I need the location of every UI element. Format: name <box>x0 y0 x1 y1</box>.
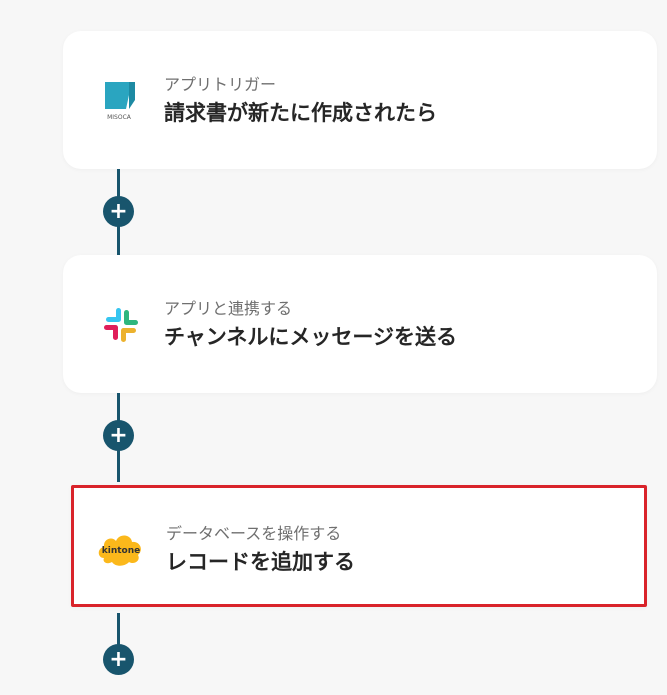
step-card-slack[interactable]: アプリと連携する チャンネルにメッセージを送る <box>63 255 657 393</box>
add-step-button[interactable]: + <box>103 420 134 451</box>
add-step-button[interactable]: + <box>103 196 134 227</box>
flow-connector-line <box>117 613 120 659</box>
step-card-trigger[interactable]: MISOCA アプリトリガー 請求書が新たに作成されたら <box>63 31 657 169</box>
add-step-button[interactable]: + <box>103 644 134 675</box>
step-card-kintone[interactable]: kintone データベースを操作する レコードを追加する <box>71 485 647 607</box>
misoca-logo-text: MISOCA <box>107 114 132 121</box>
step-title: 請求書が新たに作成されたら <box>164 101 437 125</box>
step-subtitle: アプリトリガー <box>164 75 277 94</box>
kintone-logo-text: kintone <box>102 546 140 556</box>
step-title: チャンネルにメッセージを送る <box>164 325 457 349</box>
slack-logo-icon <box>99 303 143 347</box>
step-title: レコードを追加する <box>166 550 355 574</box>
step-subtitle: アプリと連携する <box>164 299 293 318</box>
misoca-logo-icon: MISOCA <box>99 79 143 123</box>
step-subtitle: データベースを操作する <box>166 524 342 543</box>
kintone-logo-icon: kintone <box>96 528 141 572</box>
